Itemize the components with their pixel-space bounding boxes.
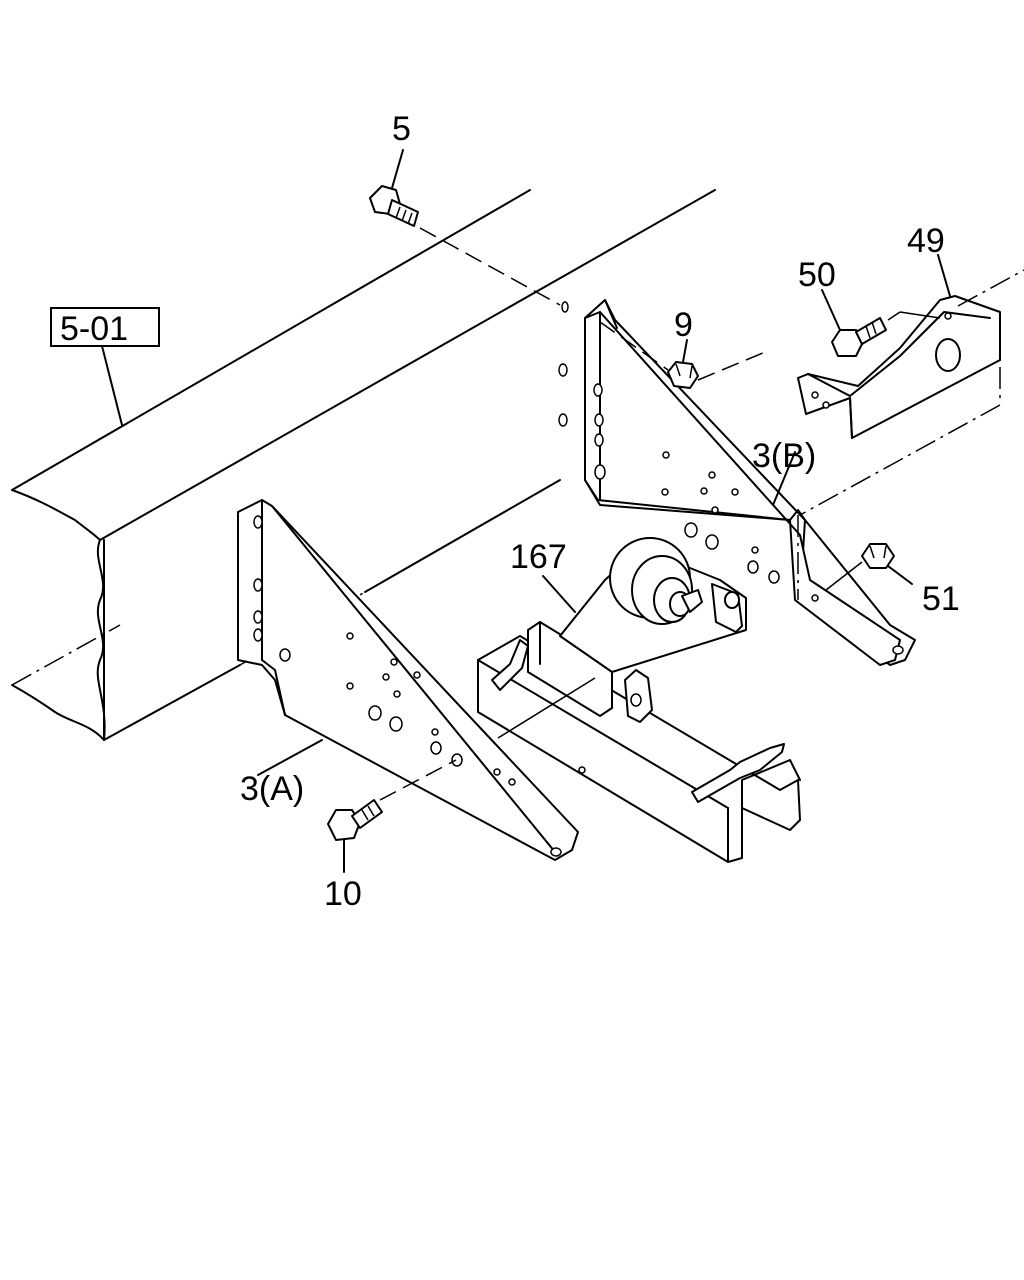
callout-10: 10 bbox=[324, 875, 362, 913]
nut-9 bbox=[599, 321, 771, 389]
callout-9: 9 bbox=[674, 306, 693, 344]
bracket-3a bbox=[237, 499, 579, 861]
callout-50: 50 bbox=[798, 256, 836, 294]
nut-51 bbox=[825, 543, 913, 591]
bolt-5 bbox=[369, 149, 561, 306]
reference-box: 5-01 bbox=[50, 307, 160, 426]
callout-3b: 3(B) bbox=[752, 437, 816, 475]
bracket-3b bbox=[558, 299, 916, 666]
callout-167: 167 bbox=[510, 538, 567, 576]
bracket-49 bbox=[797, 254, 1024, 600]
reference-box-label: 5-01 bbox=[60, 310, 128, 348]
callout-49: 49 bbox=[907, 222, 945, 260]
callout-3a: 3(A) bbox=[240, 770, 304, 808]
spare-tire-carrier-167 bbox=[477, 537, 801, 863]
callout-51: 51 bbox=[922, 580, 960, 618]
callout-5: 5 bbox=[392, 110, 411, 148]
bolt-50 bbox=[821, 289, 941, 357]
bolt-10 bbox=[327, 759, 457, 873]
